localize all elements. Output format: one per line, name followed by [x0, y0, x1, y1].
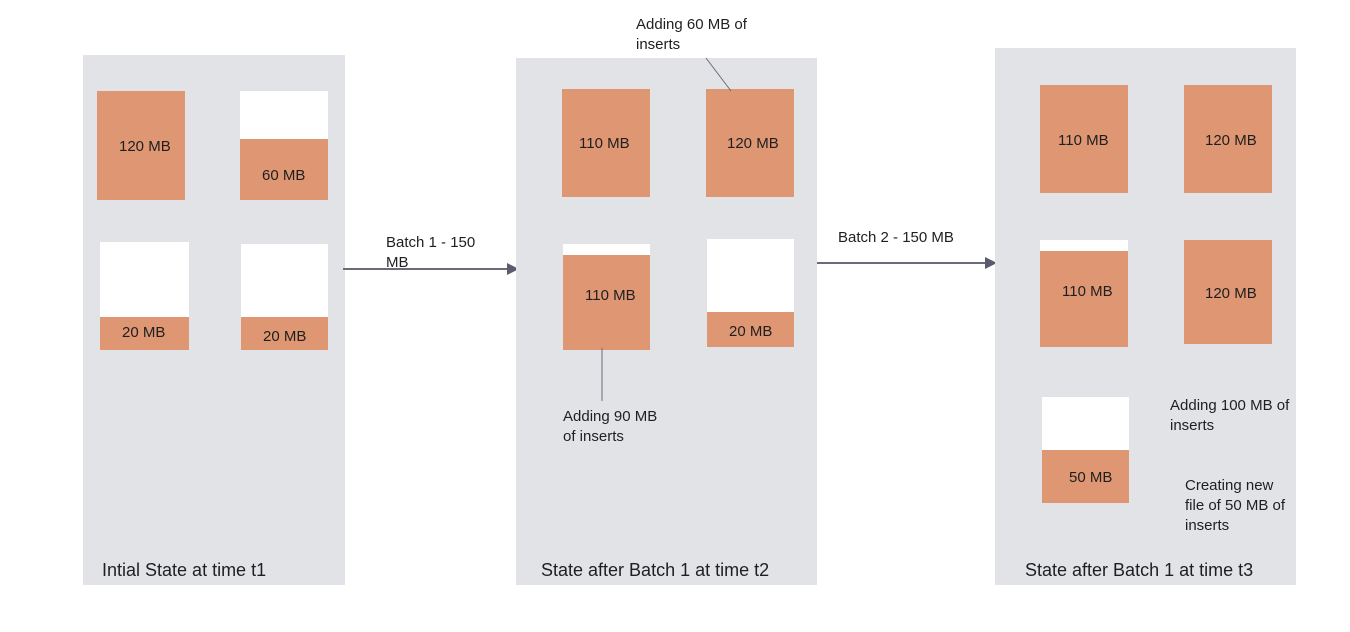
file-block: 50 MB	[1042, 397, 1129, 503]
file-fill	[1184, 85, 1272, 193]
file-block: 60 MB	[240, 91, 328, 200]
file-fill	[97, 91, 185, 200]
file-block: 110 MB	[562, 89, 650, 197]
file-size-label: 120 MB	[1205, 285, 1257, 302]
file-block: 20 MB	[707, 239, 794, 347]
callout-text: Adding 90 MB of inserts	[563, 408, 658, 445]
file-fill	[1042, 450, 1129, 503]
file-block: 120 MB	[706, 89, 794, 197]
file-fill	[562, 89, 650, 197]
panel-caption: State after Batch 1 at time t3	[1025, 560, 1254, 580]
file-block: 120 MB	[97, 91, 185, 200]
file-block: 120 MB	[1184, 85, 1272, 193]
file-size-label: 20 MB	[122, 324, 166, 341]
file-fill	[1184, 240, 1272, 344]
file-fill	[100, 316, 189, 350]
file-block: 20 MB	[241, 244, 328, 350]
callout-text: Adding 100 MB of inserts	[1170, 397, 1290, 434]
file-size-label: 50 MB	[1069, 469, 1113, 486]
file-size-label: 120 MB	[119, 138, 171, 155]
file-size-label: 120 MB	[727, 135, 779, 152]
file-block: 20 MB	[100, 242, 189, 350]
batch-1-label: Batch 1 - 150 MB	[386, 234, 476, 271]
file-size-label: 20 MB	[729, 323, 773, 340]
file-fill	[1040, 250, 1128, 347]
arrow-head-icon	[985, 257, 997, 269]
file-fill	[1040, 85, 1128, 193]
callout-text: Adding 60 MB of inserts	[636, 16, 747, 53]
file-size-label: 20 MB	[263, 328, 307, 345]
batch-1-arrow	[343, 268, 509, 270]
panel-caption: Intial State at time t1	[102, 560, 267, 580]
file-fill	[563, 254, 650, 350]
file-block: 110 MB	[1040, 240, 1128, 347]
file-fill	[241, 317, 328, 350]
file-fill	[706, 89, 794, 197]
file-size-label: 110 MB	[579, 135, 630, 152]
file-fill	[707, 312, 794, 347]
file-fill	[240, 138, 328, 200]
file-size-label: 110 MB	[1062, 283, 1113, 300]
file-size-label: 60 MB	[262, 167, 306, 184]
file-block: 120 MB	[1184, 240, 1272, 344]
file-block: 110 MB	[1040, 85, 1128, 193]
file-block: 110 MB	[563, 244, 650, 350]
panel-caption: State after Batch 1 at time t2	[541, 560, 770, 580]
file-size-label: 110 MB	[585, 287, 636, 304]
file-size-label: 110 MB	[1058, 132, 1109, 149]
file-size-label: 120 MB	[1205, 132, 1257, 149]
callout-text: Creating new file of 50 MB of inserts	[1185, 477, 1286, 534]
batch-2-label: Batch 2 - 150 MB	[838, 229, 954, 246]
batch-2-arrow	[817, 262, 987, 264]
